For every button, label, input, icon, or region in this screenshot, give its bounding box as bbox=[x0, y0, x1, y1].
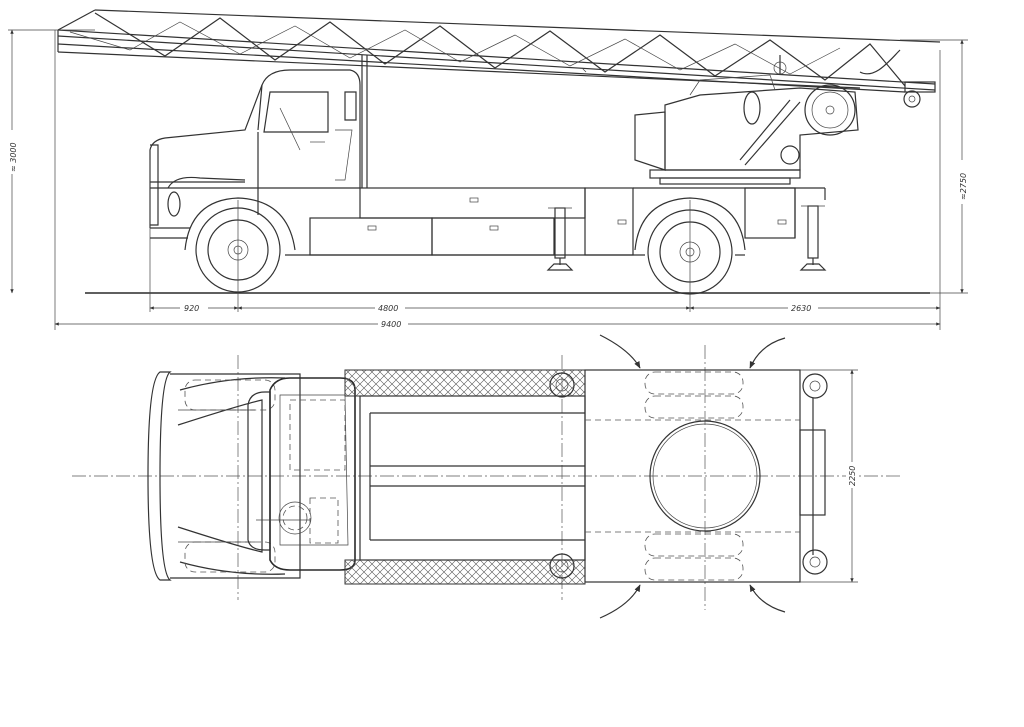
dim-rear-overhang: 2630 bbox=[791, 304, 811, 313]
front-wheel bbox=[184, 197, 296, 293]
body bbox=[150, 187, 826, 256]
dim-overall-length: 9400 bbox=[381, 320, 401, 329]
side-view: 920 4800 2630 9400 ≈ 3000 ≈2750 bbox=[6, 9, 968, 330]
height-dimensions: ≈ 3000 ≈2750 bbox=[6, 29, 968, 294]
dim-overall-height: ≈ 3000 bbox=[9, 142, 18, 172]
rear-platform bbox=[584, 334, 828, 619]
dim-ladder-height: ≈2750 bbox=[959, 173, 968, 200]
length-dimensions: 920 4800 2630 9400 bbox=[54, 303, 941, 329]
cab-top bbox=[247, 377, 356, 571]
aerial-ladder bbox=[57, 9, 941, 108]
dim-wheelbase: 4800 bbox=[378, 304, 398, 313]
cab bbox=[149, 55, 368, 228]
turntable bbox=[634, 74, 859, 185]
width-dimension: 2250 bbox=[800, 369, 858, 583]
top-view: 2250 bbox=[72, 334, 900, 619]
outrigger-stabilizers bbox=[546, 205, 827, 271]
body-top bbox=[344, 369, 586, 585]
dim-front-overhang: 920 bbox=[184, 304, 199, 313]
dim-overall-width: 2250 bbox=[848, 466, 857, 486]
front-bumper-hood bbox=[147, 371, 301, 581]
